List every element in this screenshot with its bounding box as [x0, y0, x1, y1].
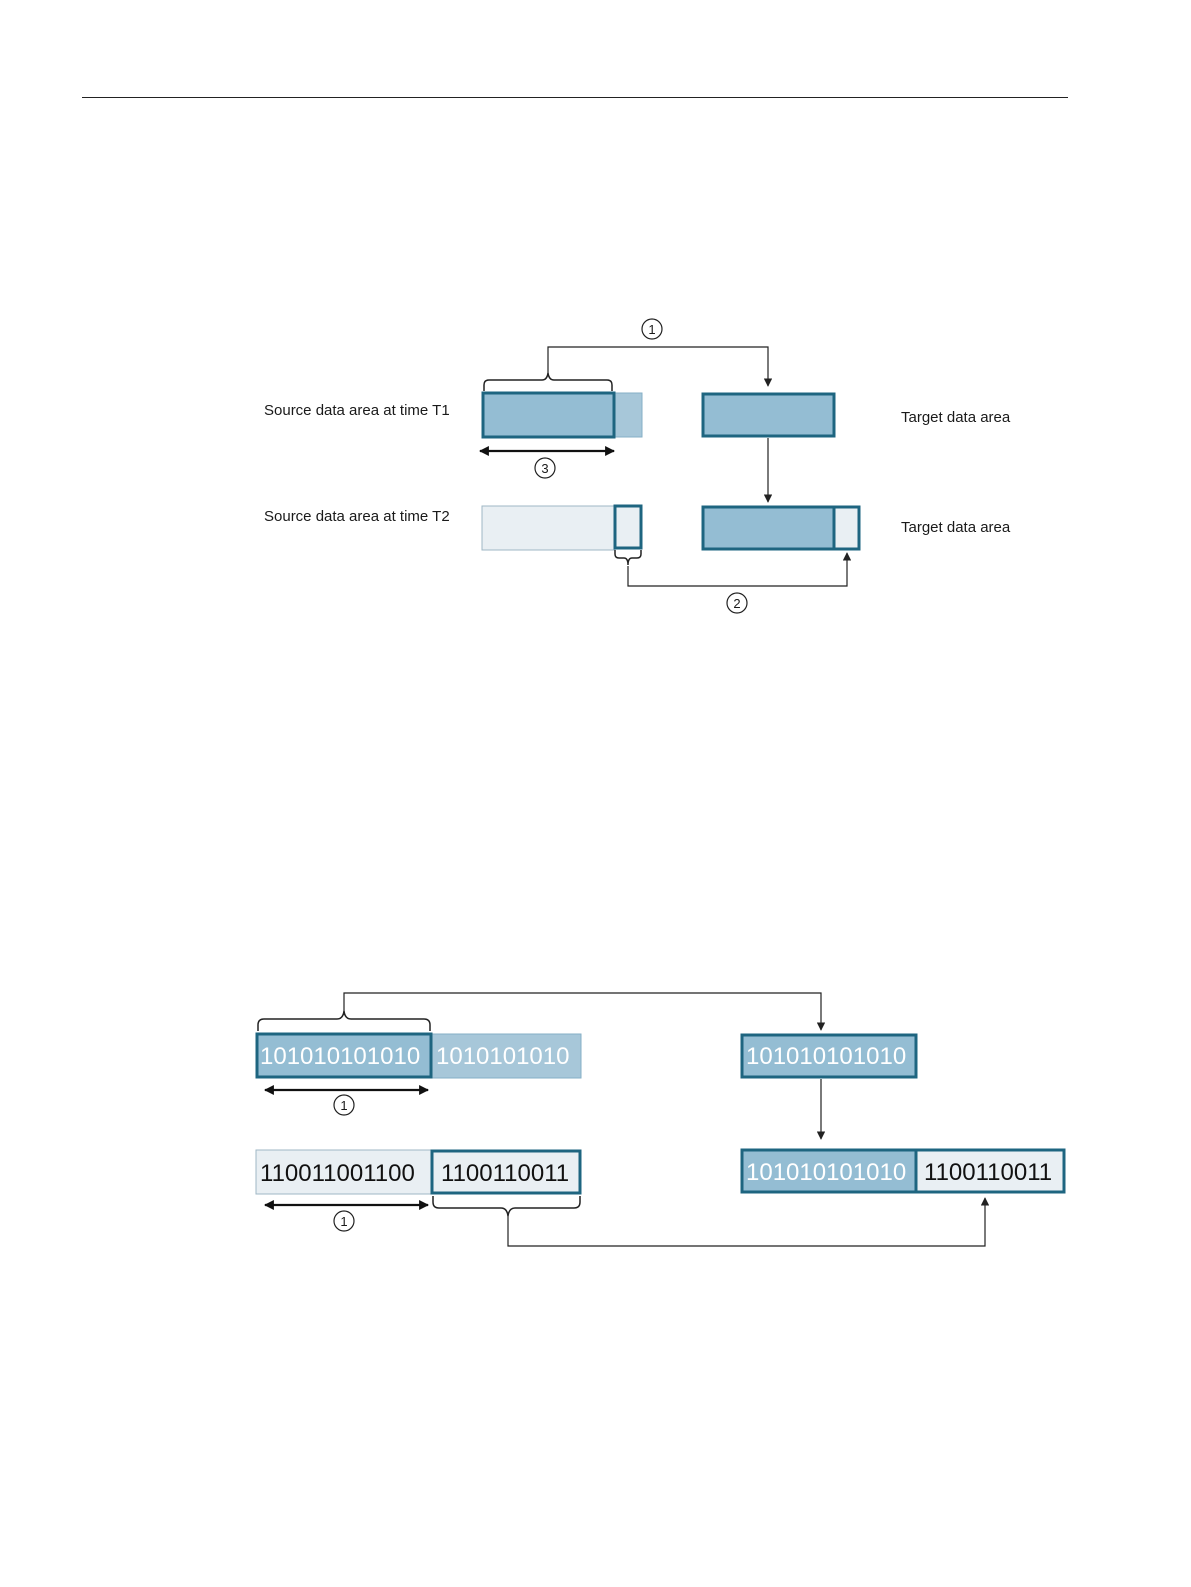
source-t2-label: Source data area at time T2	[264, 508, 450, 525]
source-t1-main-block	[483, 393, 614, 437]
target-area-label-bottom: Target data area	[901, 519, 1011, 536]
target-bottom-extra-block	[834, 507, 859, 549]
bits-source-t2-brace	[433, 1196, 580, 1216]
diagram-1: Source data area at time T1 Source data …	[264, 319, 1011, 613]
source-t2-brace	[615, 550, 641, 565]
bits-copy-arrow-top	[344, 993, 821, 1030]
marker-3-text: 3	[541, 461, 548, 476]
target-top-block	[703, 394, 834, 436]
source-t2-extra-block	[615, 506, 641, 548]
copy-arrow-2	[628, 553, 847, 586]
bits-source-t1-extra-text: 1010101010	[436, 1043, 569, 1070]
source-t1-extra-block	[614, 393, 642, 437]
diagram-2: 101010101010 1010101010 1 101010101010 1…	[256, 993, 1064, 1246]
bits-source-t1-main-text: 101010101010	[260, 1043, 420, 1070]
target-bottom-main-block	[703, 507, 834, 549]
bits-source-t1-brace	[258, 1011, 430, 1031]
bits-target-bottom-right-text: 1100110011	[924, 1159, 1052, 1186]
source-t1-brace	[484, 373, 612, 391]
marker-2-text: 2	[733, 596, 740, 611]
bits-source-t2-extra-text: 1100110011	[441, 1160, 569, 1187]
marker-1-text: 1	[648, 322, 655, 337]
bits-marker-top-text: 1	[340, 1098, 347, 1113]
bits-marker-bottom-text: 1	[340, 1214, 347, 1229]
source-t1-label: Source data area at time T1	[264, 402, 450, 419]
source-t2-main-block	[482, 506, 615, 550]
bits-target-bottom-left-text: 101010101010	[746, 1159, 906, 1186]
bits-source-t2-main-text: 110011001100	[260, 1160, 415, 1187]
target-area-label-top: Target data area	[901, 409, 1011, 426]
bits-target-top-text: 101010101010	[746, 1043, 906, 1070]
